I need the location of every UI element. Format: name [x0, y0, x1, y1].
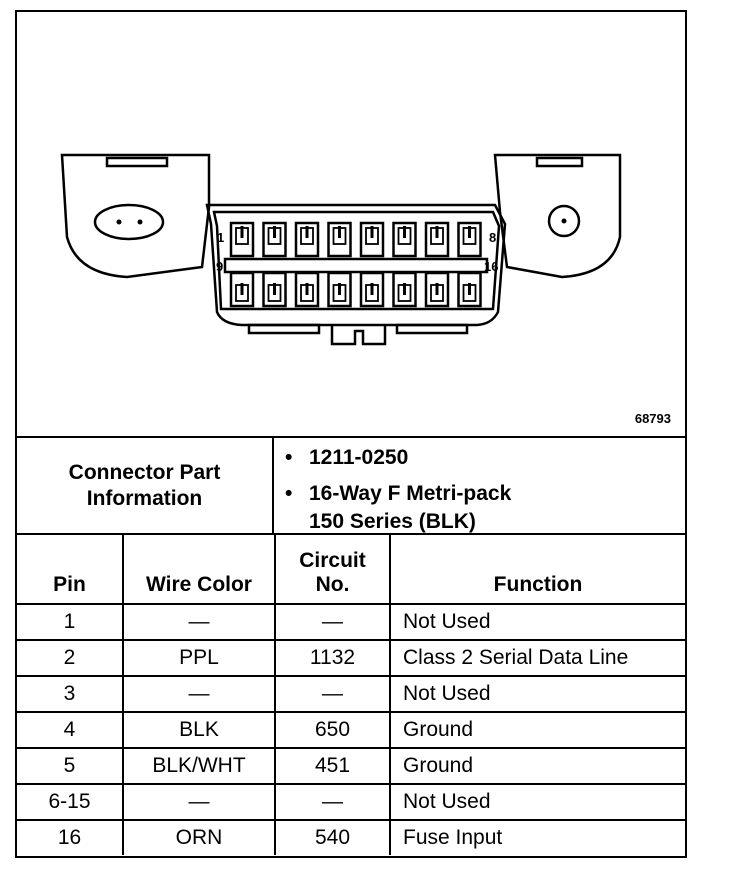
wire-color-cell: — [122, 675, 276, 713]
right-mounting-ear [493, 153, 622, 279]
pin-cavity [327, 221, 352, 258]
circuit-cell: 540 [274, 819, 391, 855]
function-cell: Ground [389, 711, 685, 749]
connector-body [205, 203, 507, 327]
description-line2: 150 Series (BLK) [309, 510, 476, 533]
circuit-cell: — [274, 675, 391, 713]
part-number: 1211-0250 [309, 446, 409, 469]
header-pin: Pin [17, 535, 124, 605]
pin-cavity [457, 271, 482, 308]
pin-cell: 4 [17, 711, 124, 749]
right-tab [535, 156, 584, 168]
pin-cell: 2 [17, 639, 124, 677]
left-mounting-ear [60, 153, 211, 279]
pin-label-1: 1 [217, 230, 224, 245]
header-wire-color: Wire Color [122, 535, 276, 605]
pin-cavity [262, 271, 287, 308]
connector-info-values: • 1211-0250 • 16-Way F Metri-pack 150 Se… [285, 444, 511, 536]
table-row: 1——Not Used [17, 603, 685, 641]
pin-label-9: 9 [216, 259, 223, 274]
left-mounting-hole [93, 203, 165, 241]
circuit-cell: — [274, 603, 391, 641]
pin-cell: 3 [17, 675, 124, 713]
left-tab [105, 156, 169, 168]
connector-key [330, 325, 387, 346]
pin-cavity [327, 271, 352, 308]
function-cell: Not Used [389, 603, 685, 641]
function-cell: Ground [389, 747, 685, 785]
bullet-icon: • [285, 482, 293, 505]
pin-cell: 16 [17, 819, 124, 855]
header-circuit: Circuit No. [274, 535, 391, 605]
function-cell: Not Used [389, 675, 685, 713]
pin-table: Pin Wire Color Circuit No. Function 1——N… [17, 535, 685, 855]
wire-color-cell: BLK [122, 711, 276, 749]
pin-cavity [392, 271, 417, 308]
header-function: Function [389, 535, 685, 605]
connector-drawing: 1 8 9 16 [60, 153, 622, 346]
pin-cavity [229, 271, 255, 308]
wire-color-cell: BLK/WHT [122, 747, 276, 785]
circuit-cell: — [274, 783, 391, 821]
connector-part-info: Connector Part Information • 1211-0250 •… [17, 436, 685, 535]
pin-cell: 1 [17, 603, 124, 641]
info-label-line1: Connector Part [68, 460, 221, 484]
function-cell: Fuse Input [389, 819, 685, 855]
wire-color-cell: — [122, 783, 276, 821]
pin-cavity [424, 221, 450, 258]
wire-color-cell: ORN [122, 819, 276, 855]
pin-cavities [229, 221, 482, 308]
pin-cavity [424, 271, 450, 308]
pin-cavity [294, 271, 320, 308]
connector-sheet: 1 8 9 16 68793 Connector Part Informatio… [15, 10, 687, 858]
pin-cavity [359, 221, 385, 258]
table-row: 3——Not Used [17, 675, 685, 713]
bullet-icon: • [285, 446, 293, 469]
function-cell: Class 2 Serial Data Line [389, 639, 685, 677]
pin-label-16: 16 [484, 259, 498, 274]
pin-cavity [359, 271, 385, 308]
description-line1: 16-Way F Metri-pack [309, 482, 512, 505]
pin-cell: 5 [17, 747, 124, 785]
connector-diagram: 1 8 9 16 68793 [17, 12, 685, 436]
pin-cavity [392, 221, 417, 258]
wire-color-cell: PPL [122, 639, 276, 677]
table-header-row: Pin Wire Color Circuit No. Function [17, 535, 685, 605]
pin-cavity [294, 221, 320, 258]
wire-color-cell: — [122, 603, 276, 641]
circuit-cell: 650 [274, 711, 391, 749]
pin-cavity [229, 221, 255, 258]
table-row: 6-15——Not Used [17, 783, 685, 821]
description-line: • 16-Way F Metri-pack [285, 480, 511, 508]
pin-cavity [457, 221, 482, 258]
part-number-line: • 1211-0250 [285, 444, 511, 472]
right-mounting-hole [547, 204, 581, 238]
function-cell: Not Used [389, 783, 685, 821]
header-circuit-line2: No. [315, 573, 350, 596]
circuit-cell: 1132 [274, 639, 391, 677]
pin-label-8: 8 [489, 230, 496, 245]
figure-id: 68793 [634, 411, 671, 426]
pin-cell: 6-15 [17, 783, 124, 821]
header-circuit-line1: Circuit [299, 549, 366, 572]
connector-info-label: Connector Part Information [17, 438, 274, 533]
pin-cavity [262, 221, 287, 258]
info-label-line2: Information [86, 486, 203, 510]
circuit-cell: 451 [274, 747, 391, 785]
